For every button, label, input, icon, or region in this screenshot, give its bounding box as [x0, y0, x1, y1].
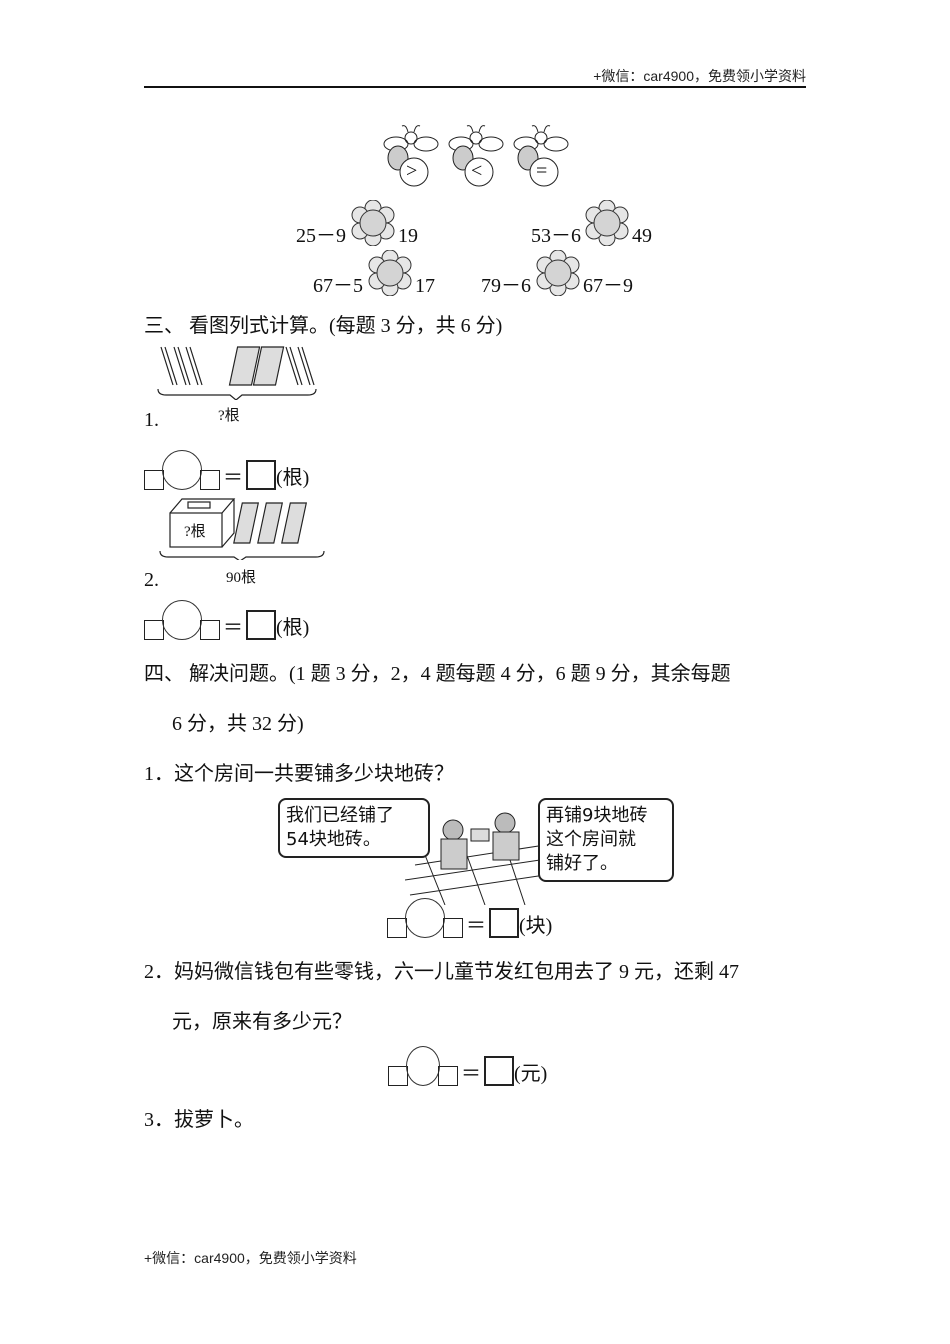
flower-blank-icon[interactable]: [367, 250, 413, 296]
result-box[interactable]: [246, 610, 276, 640]
flower-blank-icon[interactable]: [584, 200, 630, 246]
s4-q2-line1: 2．妈妈微信钱包有些零钱，六一儿童节发红包用去了 9 元，还剩 47: [144, 961, 739, 983]
q2-number: 2.: [144, 569, 159, 591]
result-box[interactable]: [484, 1056, 514, 1086]
compare-row-4-left: 79－6: [481, 275, 531, 297]
answer-box[interactable]: [200, 620, 220, 640]
answer-box[interactable]: [443, 918, 463, 938]
footer-watermark: +微信：car4900，免费领小学资料: [144, 1250, 357, 1266]
compare-row-2-left: 53－6: [531, 225, 581, 247]
compare-row-2-right: 49: [632, 225, 652, 247]
section4-title-line2: 6 分，共 32 分): [172, 713, 304, 735]
s4-q3-text: 3．拔萝卜。: [144, 1109, 254, 1131]
workers-tiling-illustration: [405, 812, 546, 905]
bees-illustration: > < =: [378, 122, 578, 192]
operator-circle[interactable]: [162, 600, 202, 640]
s4-q2-line2: 元，原来有多少元？: [172, 1011, 352, 1033]
answer-box[interactable]: [200, 470, 220, 490]
bee-icons: [383, 125, 569, 187]
operator-circle[interactable]: [406, 1046, 440, 1086]
flower-blank-icon[interactable]: [350, 200, 396, 246]
box-bundles-illustration: [159, 498, 325, 560]
section4-title-line1: 四、 解决问题。(1 题 3 分，2，4 题每题 4 分，6 题 9 分，其余每…: [144, 663, 731, 685]
answer-box[interactable]: [438, 1066, 458, 1086]
answer-box[interactable]: [387, 918, 407, 938]
sticks-illustration-1: [157, 346, 317, 400]
compare-row-3-right: 17: [415, 275, 435, 297]
answer-box[interactable]: [144, 620, 164, 640]
result-box[interactable]: [489, 908, 519, 938]
header-rule: [144, 86, 806, 88]
operator-circle[interactable]: [405, 898, 445, 938]
speech-bubble-left: 我们已经铺了 54块地砖。: [278, 798, 430, 858]
box-label: ?根: [184, 524, 206, 540]
q1-brace-label: ?根: [218, 408, 240, 424]
result-box[interactable]: [246, 460, 276, 490]
compare-row-3-left: 67－5: [313, 275, 363, 297]
s4-q1-text: 1．这个房间一共要铺多少块地砖？: [144, 763, 454, 785]
q1-number: 1.: [144, 409, 159, 431]
speech-bubble-right: 再铺9块地砖 这个房间就 铺好了。: [538, 798, 674, 882]
s4-q2-equation: ＝(元): [388, 1046, 547, 1086]
operator-circle[interactable]: [162, 450, 202, 490]
section3-title: 三、 看图列式计算。(每题 3 分，共 6 分): [144, 315, 503, 337]
answer-box[interactable]: [388, 1066, 408, 1086]
bee-symbol-gt: >: [406, 160, 418, 182]
compare-row-1-right: 19: [398, 225, 418, 247]
bee-symbol-eq: =: [536, 160, 548, 182]
bee-symbol-lt: <: [471, 160, 483, 182]
s4-q1-equation: ＝(块): [387, 898, 552, 938]
flower-blank-icon[interactable]: [535, 250, 581, 296]
header-watermark: +微信：car4900，免费领小学资料: [593, 68, 806, 84]
q1-equation: ＝(根): [144, 450, 309, 490]
q2-equation: ＝(根): [144, 600, 309, 640]
q2-brace-label: 90根: [226, 570, 257, 586]
compare-row-1-left: 25－9: [296, 225, 346, 247]
answer-box[interactable]: [144, 470, 164, 490]
compare-row-4-right: 67－9: [583, 275, 633, 297]
